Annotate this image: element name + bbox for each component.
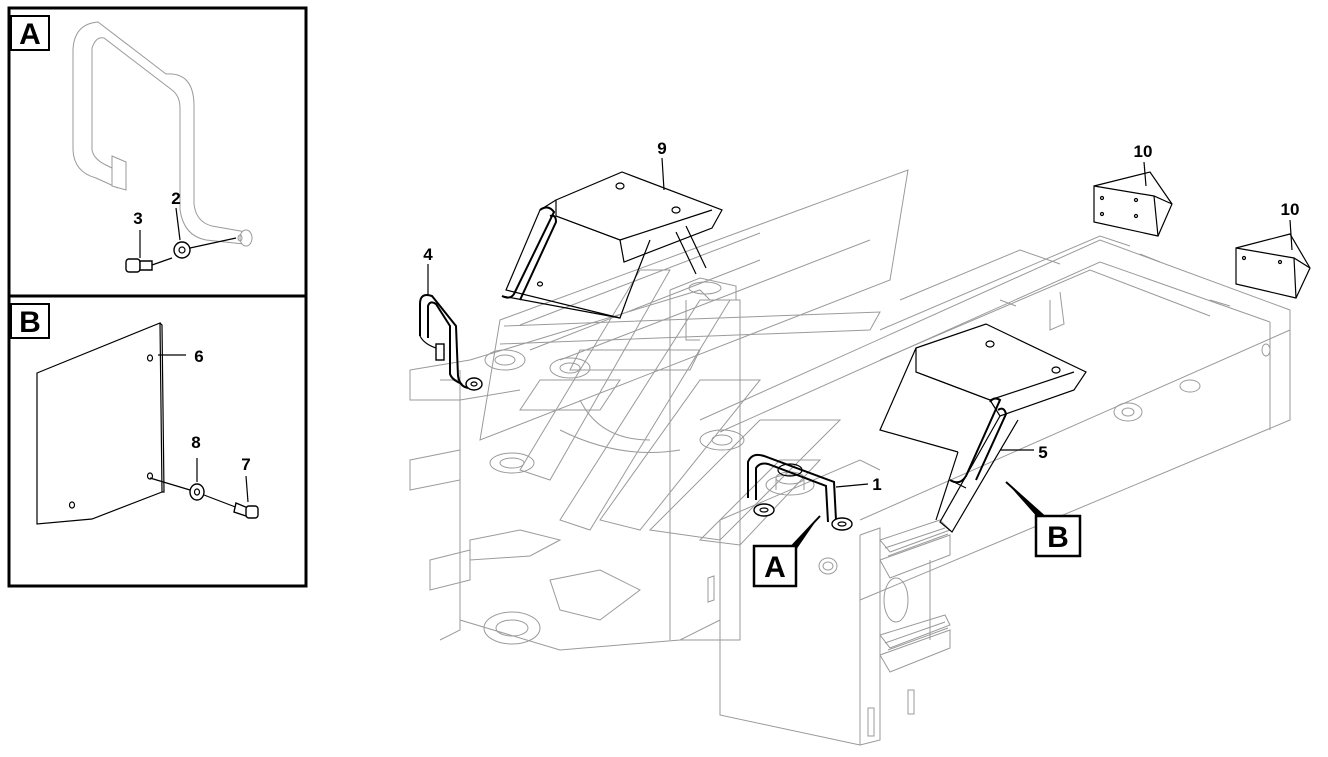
pointer-b-label: B [1047,521,1069,554]
callout-10-lower: 10 [1281,200,1300,219]
bolt-part-7 [203,494,259,519]
pointer-a: A [752,515,821,588]
cover-plate-part-6 [36,322,165,525]
callout-10-upper: 10 [1134,142,1153,161]
callout-7: 7 [241,455,250,474]
washer-part-8 [189,483,205,501]
machine-frame-drawing [409,169,1291,746]
callout-2: 2 [171,189,180,208]
block-part-10-upper [1093,171,1173,237]
callout-9: 9 [657,139,666,158]
callout-8: 8 [191,433,200,452]
callout-5: 5 [1038,443,1047,462]
cover-part-9 [501,171,723,319]
callout-1: 1 [872,475,881,494]
callout-4: 4 [423,245,433,264]
callout-3: 3 [133,209,142,228]
handle-part-1 [747,453,853,531]
callout-6: 6 [194,347,203,366]
handle-part-4 [419,294,483,391]
washer-part-2 [173,241,191,259]
cover-part-5 [879,323,1087,533]
detail-view-a: A 3 2 [7,6,308,298]
detail-view-b: B 6 8 7 [7,294,308,588]
view-b-label: B [19,306,41,339]
bolt-part-3 [125,257,173,273]
handle-rail-drawing [72,21,253,247]
pointer-b: B [1005,481,1082,558]
block-part-10-lower [1235,233,1311,299]
view-a-label: A [19,18,41,51]
pointer-a-label: A [764,551,786,584]
